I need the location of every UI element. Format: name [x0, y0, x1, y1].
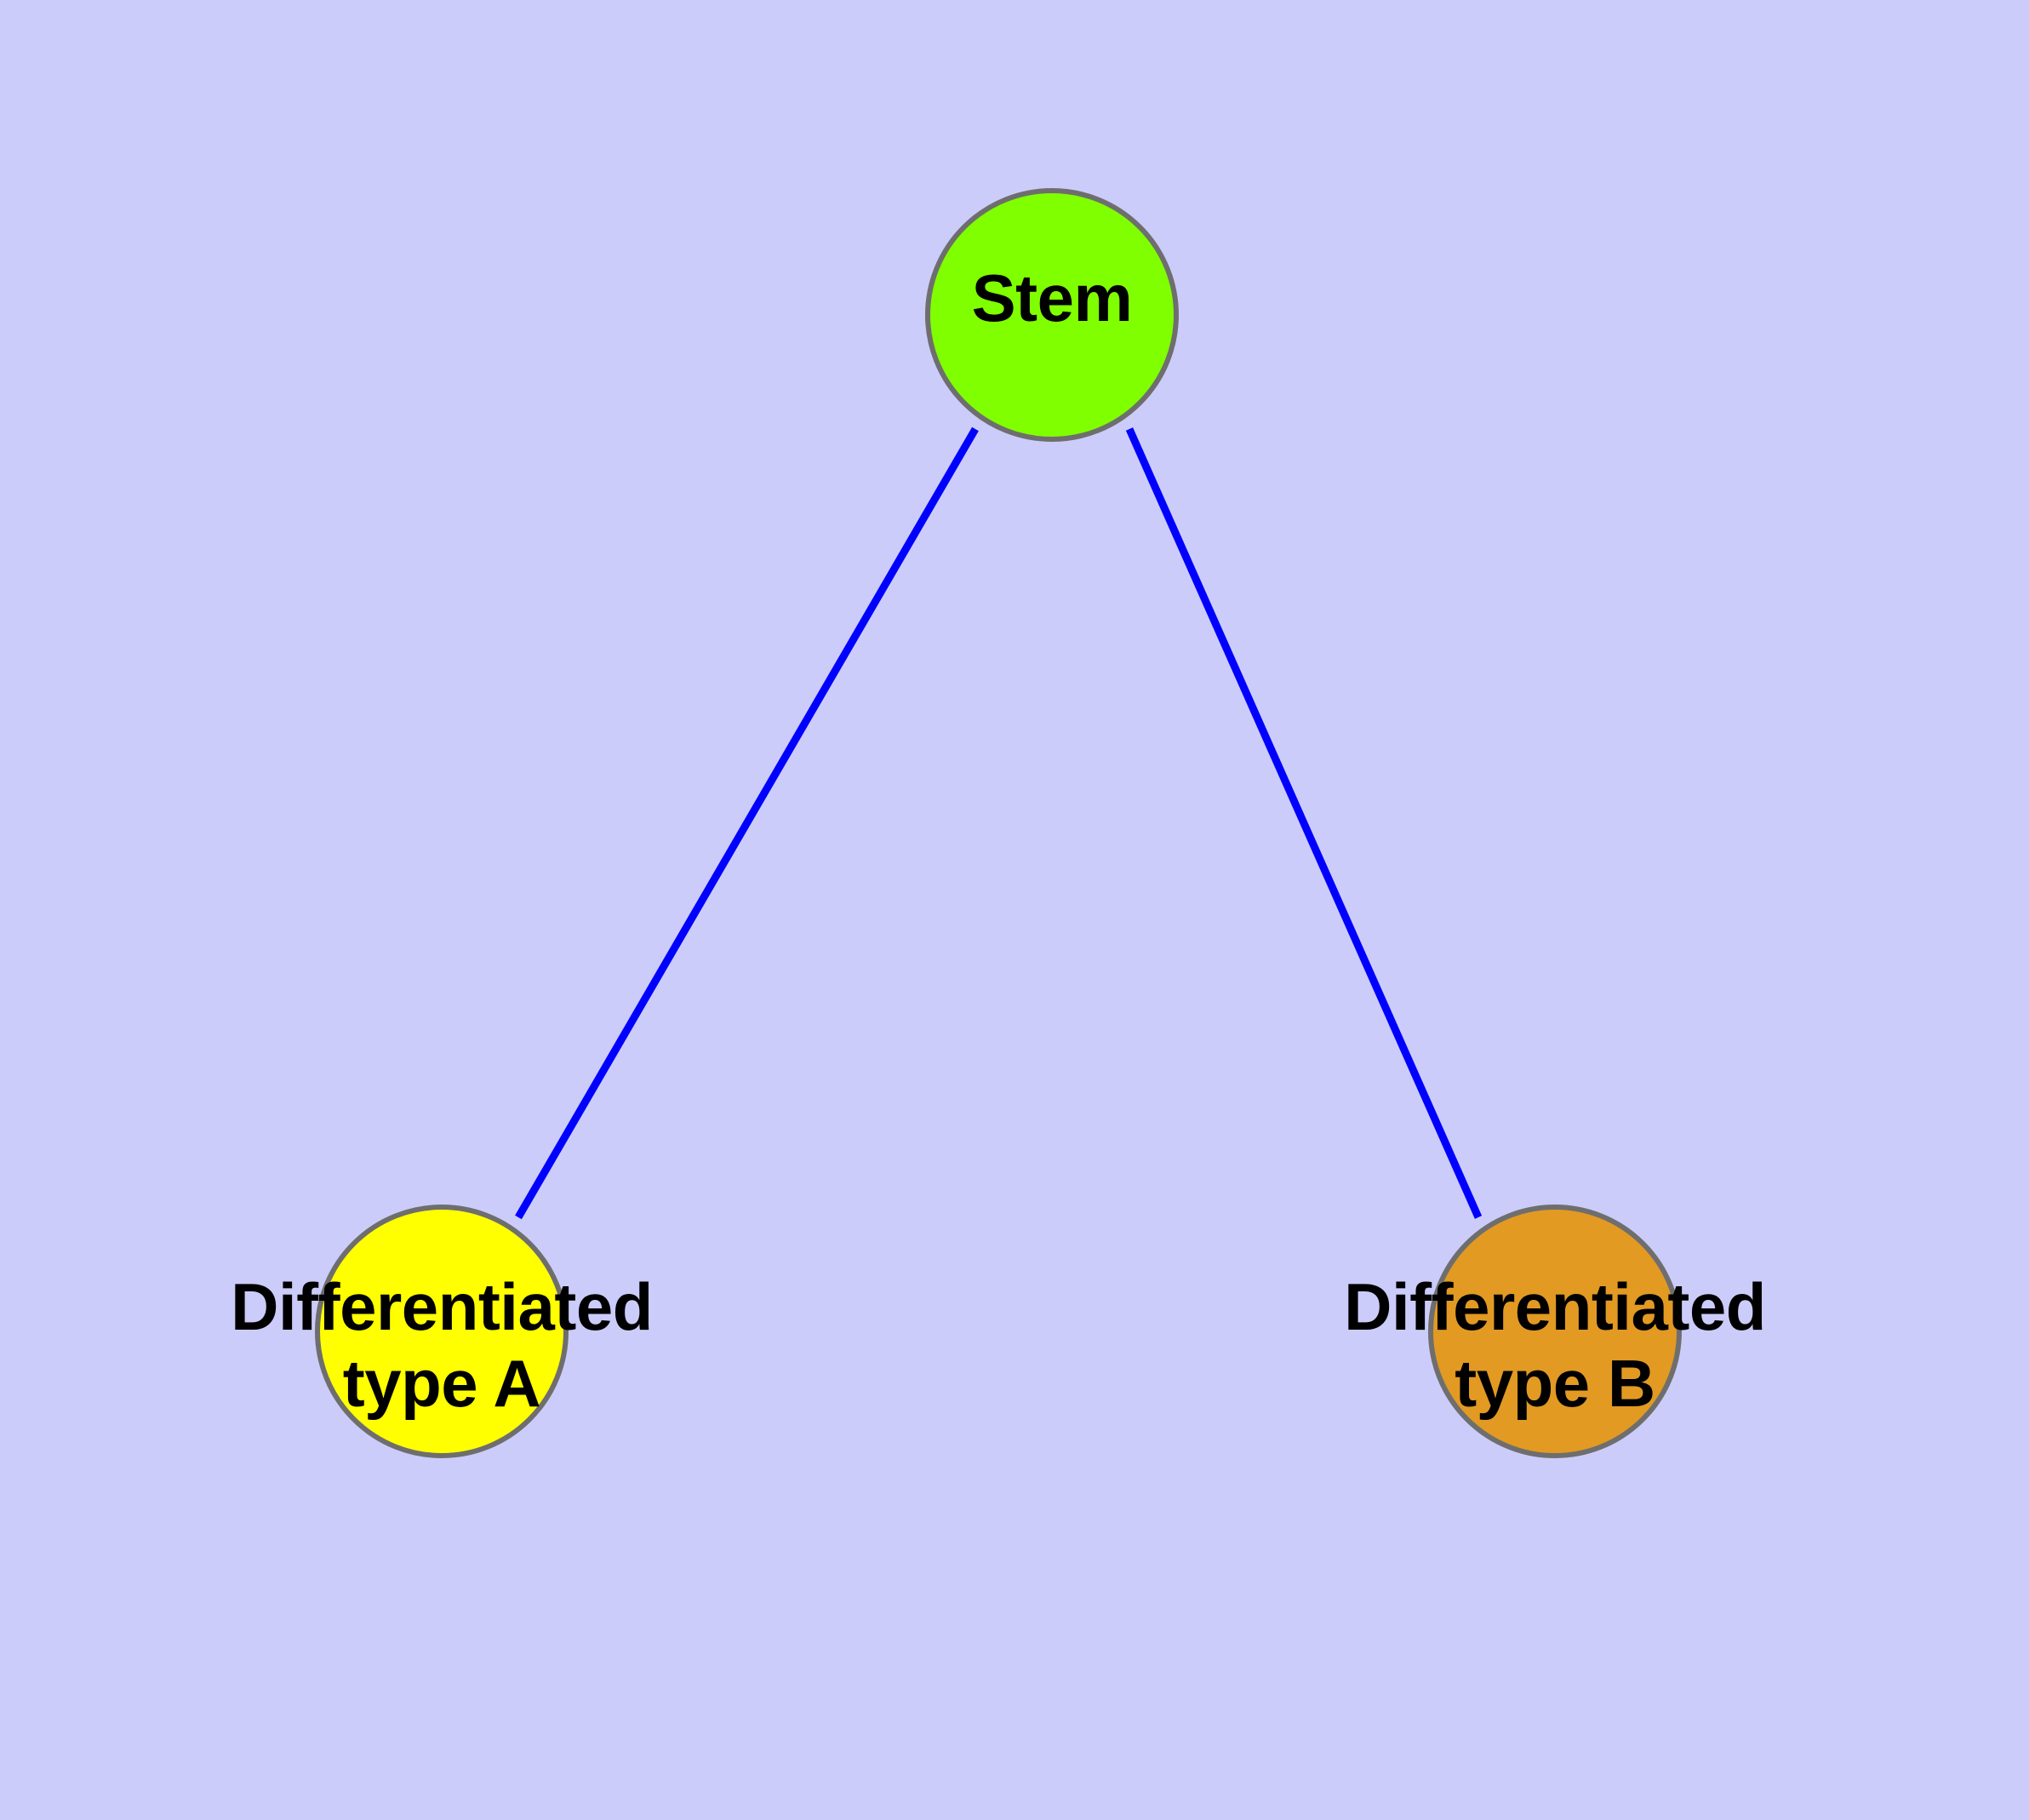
- edge-stem-to-type-a: [515, 426, 979, 1220]
- edge-stem-to-type-b: [1125, 427, 1483, 1219]
- node-label-stem: Stem: [971, 260, 1133, 335]
- node-differentiated-type-a[interactable]: [315, 1205, 569, 1458]
- node-differentiated-type-b[interactable]: [1428, 1205, 1682, 1458]
- node-label-differentiated-type-a: Differentiated type A: [231, 1269, 653, 1422]
- node-label-differentiated-type-b: Differentiated type B: [1344, 1269, 1766, 1422]
- node-stem[interactable]: [925, 188, 1179, 442]
